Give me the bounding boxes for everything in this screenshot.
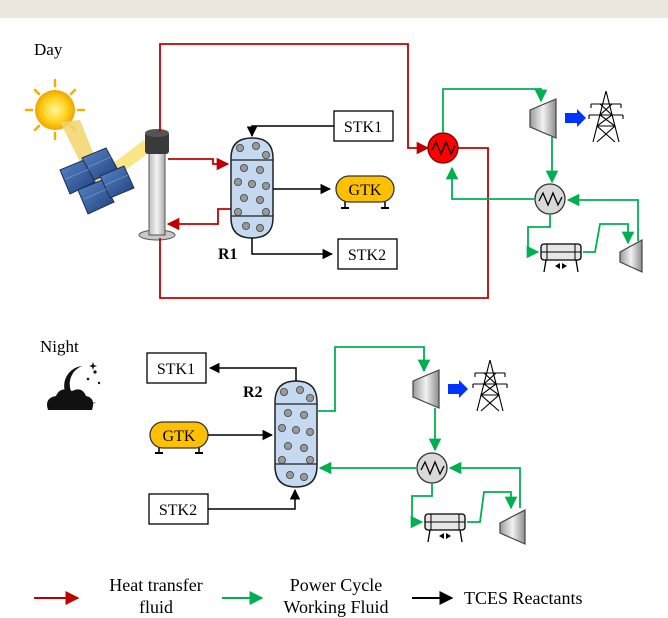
stk2-night-label: STK2 <box>159 502 197 519</box>
stk1-night-tank: STK1 <box>146 352 207 384</box>
legend-heat-transfer-line2: fluid <box>139 597 173 617</box>
stk1-day-tank: STK1 <box>333 110 394 142</box>
reactor-r2 <box>274 380 318 488</box>
solar-tower-icon <box>138 129 176 241</box>
heliostat-field-icon <box>59 147 135 215</box>
night-compressor-icon <box>499 509 526 545</box>
night-recuperator-icon <box>416 452 448 484</box>
gtk-day-label: GTK <box>349 182 382 199</box>
reactor-r2-label: R2 <box>243 384 263 401</box>
stk2-day-tank: STK2 <box>337 238 398 270</box>
tces-day-flows <box>246 125 334 260</box>
stk1-day-label: STK1 <box>344 119 382 136</box>
gtk-night-label: GTK <box>163 428 196 445</box>
night-power-cycle-loop <box>317 346 521 529</box>
sun-icon <box>24 78 86 141</box>
night-power-arrow <box>448 380 468 398</box>
stk2-night-tank: STK2 <box>148 493 209 525</box>
gtk-day-tank: GTK <box>335 175 395 209</box>
stk1-night-label: STK1 <box>157 361 195 378</box>
tces-night-flows <box>208 362 301 510</box>
night-label: Night <box>40 337 79 356</box>
day-recuperator-icon <box>534 183 566 215</box>
night-cooler-icon <box>424 513 466 543</box>
stk2-day-label: STK2 <box>348 247 386 264</box>
reactor-r1-label: R1 <box>218 246 238 263</box>
day-power-arrow <box>565 109 586 127</box>
night-transmission-tower-icon <box>472 359 508 412</box>
legend-power-cycle-line1: Power Cycle <box>290 575 382 595</box>
top-band <box>0 0 668 18</box>
day-power-cycle-loop <box>442 88 639 259</box>
reactor-r1 <box>230 137 274 239</box>
heat-transfer-loop <box>159 43 489 299</box>
day-transmission-tower-icon <box>588 90 624 143</box>
moon-cloud-icon <box>47 362 101 410</box>
day-label: Day <box>34 40 63 59</box>
legend-power-cycle-line2: Working Fluid <box>283 597 388 617</box>
night-turbine-icon <box>412 369 440 409</box>
gtk-night-tank: GTK <box>149 421 209 454</box>
day-turbine-icon <box>529 98 557 139</box>
day-compressor-icon <box>619 238 643 273</box>
legend-tces-label: TCES Reactants <box>464 588 582 608</box>
legend-heat-transfer-line1: Heat transfer <box>109 575 202 595</box>
day-heat-exchanger-icon <box>427 132 459 164</box>
day-cooler-icon <box>540 243 582 273</box>
legend: Heat transfer fluid Power Cycle Working … <box>34 575 582 617</box>
